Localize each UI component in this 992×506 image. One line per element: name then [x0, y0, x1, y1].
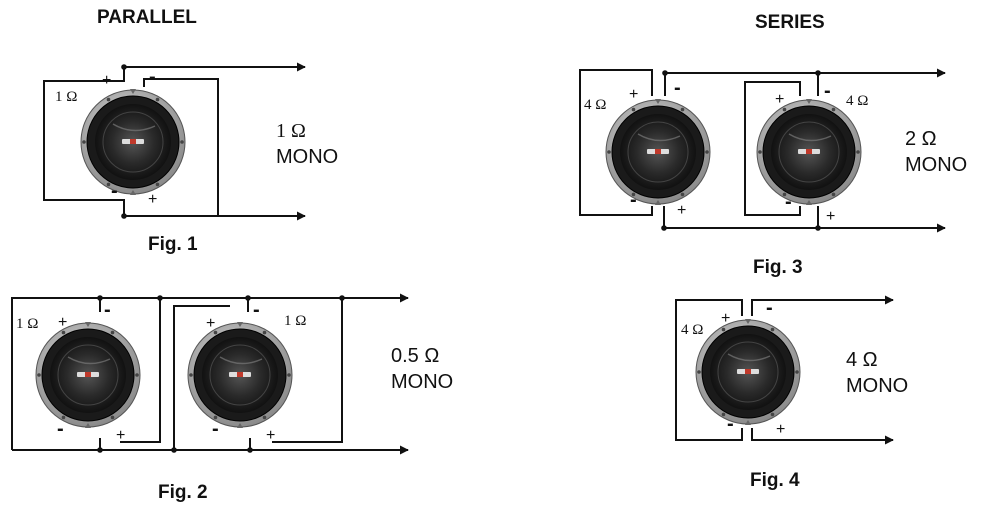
- fig4-caption: Fig. 4: [750, 470, 800, 491]
- fig2-speaker1-minus-bottom: -: [57, 418, 64, 440]
- fig1-total-impedance: 1 Ω: [276, 120, 306, 142]
- junction-dot: [121, 213, 127, 219]
- series-heading: SERIES: [755, 12, 825, 33]
- junction-dot: [247, 447, 253, 453]
- fig3-speaker2-minus-top: -: [824, 80, 831, 102]
- junction-dot: [339, 295, 345, 301]
- fig2-speaker1-impedance: 1 Ω: [16, 316, 39, 332]
- fig3-total-impedance: 2 Ω: [905, 128, 937, 150]
- fig1-minus-top: -: [149, 66, 156, 88]
- fig2-speaker-2: [187, 322, 293, 428]
- junction-dot: [121, 64, 127, 70]
- junction-dot: [661, 225, 667, 231]
- fig2-speaker1-minus-top: -: [104, 299, 111, 321]
- junction-dot: [171, 447, 177, 453]
- junction-dot: [662, 70, 668, 76]
- fig4-total: 4 Ω MONO: [846, 347, 908, 399]
- fig3-speaker-1: [605, 99, 711, 205]
- fig4-wires: [675, 295, 894, 445]
- fig1-caption: Fig. 1: [148, 234, 198, 255]
- fig2-mode: MONO: [391, 371, 454, 393]
- fig3-speaker1-minus-top: -: [674, 77, 681, 99]
- fig4-mode: MONO: [846, 375, 909, 397]
- fig2-speaker1-plus: +: [58, 314, 68, 331]
- fig1-plus-bottom: +: [148, 191, 158, 208]
- fig4-minus-bottom: -: [727, 413, 734, 435]
- fig2-speaker2-impedance: 1 Ω: [284, 313, 307, 329]
- fig3-speaker1-plus: +: [629, 86, 639, 103]
- fig1-total: 1 Ω MONO: [276, 118, 338, 170]
- junction-dot: [815, 70, 821, 76]
- junction-dot: [157, 295, 163, 301]
- fig2-speaker2-minus-bottom: -: [212, 418, 219, 440]
- fig4-speaker: [695, 319, 801, 425]
- fig2-total-impedance: 0.5 Ω: [391, 345, 440, 367]
- fig2-wires: [11, 293, 409, 455]
- fig3-speaker1-minus-bottom: -: [630, 189, 637, 211]
- fig3-caption: Fig. 3: [753, 257, 803, 278]
- fig3-speaker2-impedance: 4 Ω: [846, 93, 869, 109]
- fig2-speaker2-plus-bottom: +: [266, 427, 276, 444]
- junction-dot: [97, 295, 103, 301]
- fig3-speaker-2: [756, 99, 862, 205]
- fig2-total: 0.5 Ω MONO: [391, 343, 453, 395]
- fig1-plus-top: +: [102, 72, 112, 89]
- junction-dot: [245, 295, 251, 301]
- fig4-minus-top: -: [766, 297, 773, 319]
- fig2-caption: Fig. 2: [158, 482, 208, 503]
- junction-dot: [815, 225, 821, 231]
- fig3-speaker2-minus-bottom: -: [785, 191, 792, 213]
- fig4-speaker-impedance: 4 Ω: [681, 322, 704, 338]
- parallel-heading: PARALLEL: [97, 7, 197, 28]
- fig4-total-impedance: 4 Ω: [846, 349, 878, 371]
- fig3-speaker2-plus-bottom: +: [826, 208, 836, 225]
- fig1-minus-bottom: -: [111, 180, 118, 202]
- fig3-total: 2 Ω MONO: [905, 126, 967, 178]
- fig1-wires: [43, 62, 306, 221]
- fig3-speaker2-plus: +: [775, 91, 785, 108]
- fig2-speaker2-minus-top: -: [253, 299, 260, 321]
- fig1-mode: MONO: [276, 146, 339, 168]
- fig4-plus-top: +: [721, 310, 731, 327]
- fig3-speaker1-plus-bottom: +: [677, 202, 687, 219]
- fig4-plus-bottom: +: [776, 421, 786, 438]
- fig3-speaker1-impedance: 4 Ω: [584, 97, 607, 113]
- fig1-speaker-impedance: 1 Ω: [55, 89, 78, 105]
- fig1-speaker: [80, 89, 186, 195]
- fig2-speaker1-plus-bottom: +: [116, 427, 126, 444]
- fig2-speaker2-plus: +: [206, 315, 216, 332]
- junction-dot: [97, 447, 103, 453]
- fig3-mode: MONO: [905, 154, 968, 176]
- fig2-speaker-1: [35, 322, 141, 428]
